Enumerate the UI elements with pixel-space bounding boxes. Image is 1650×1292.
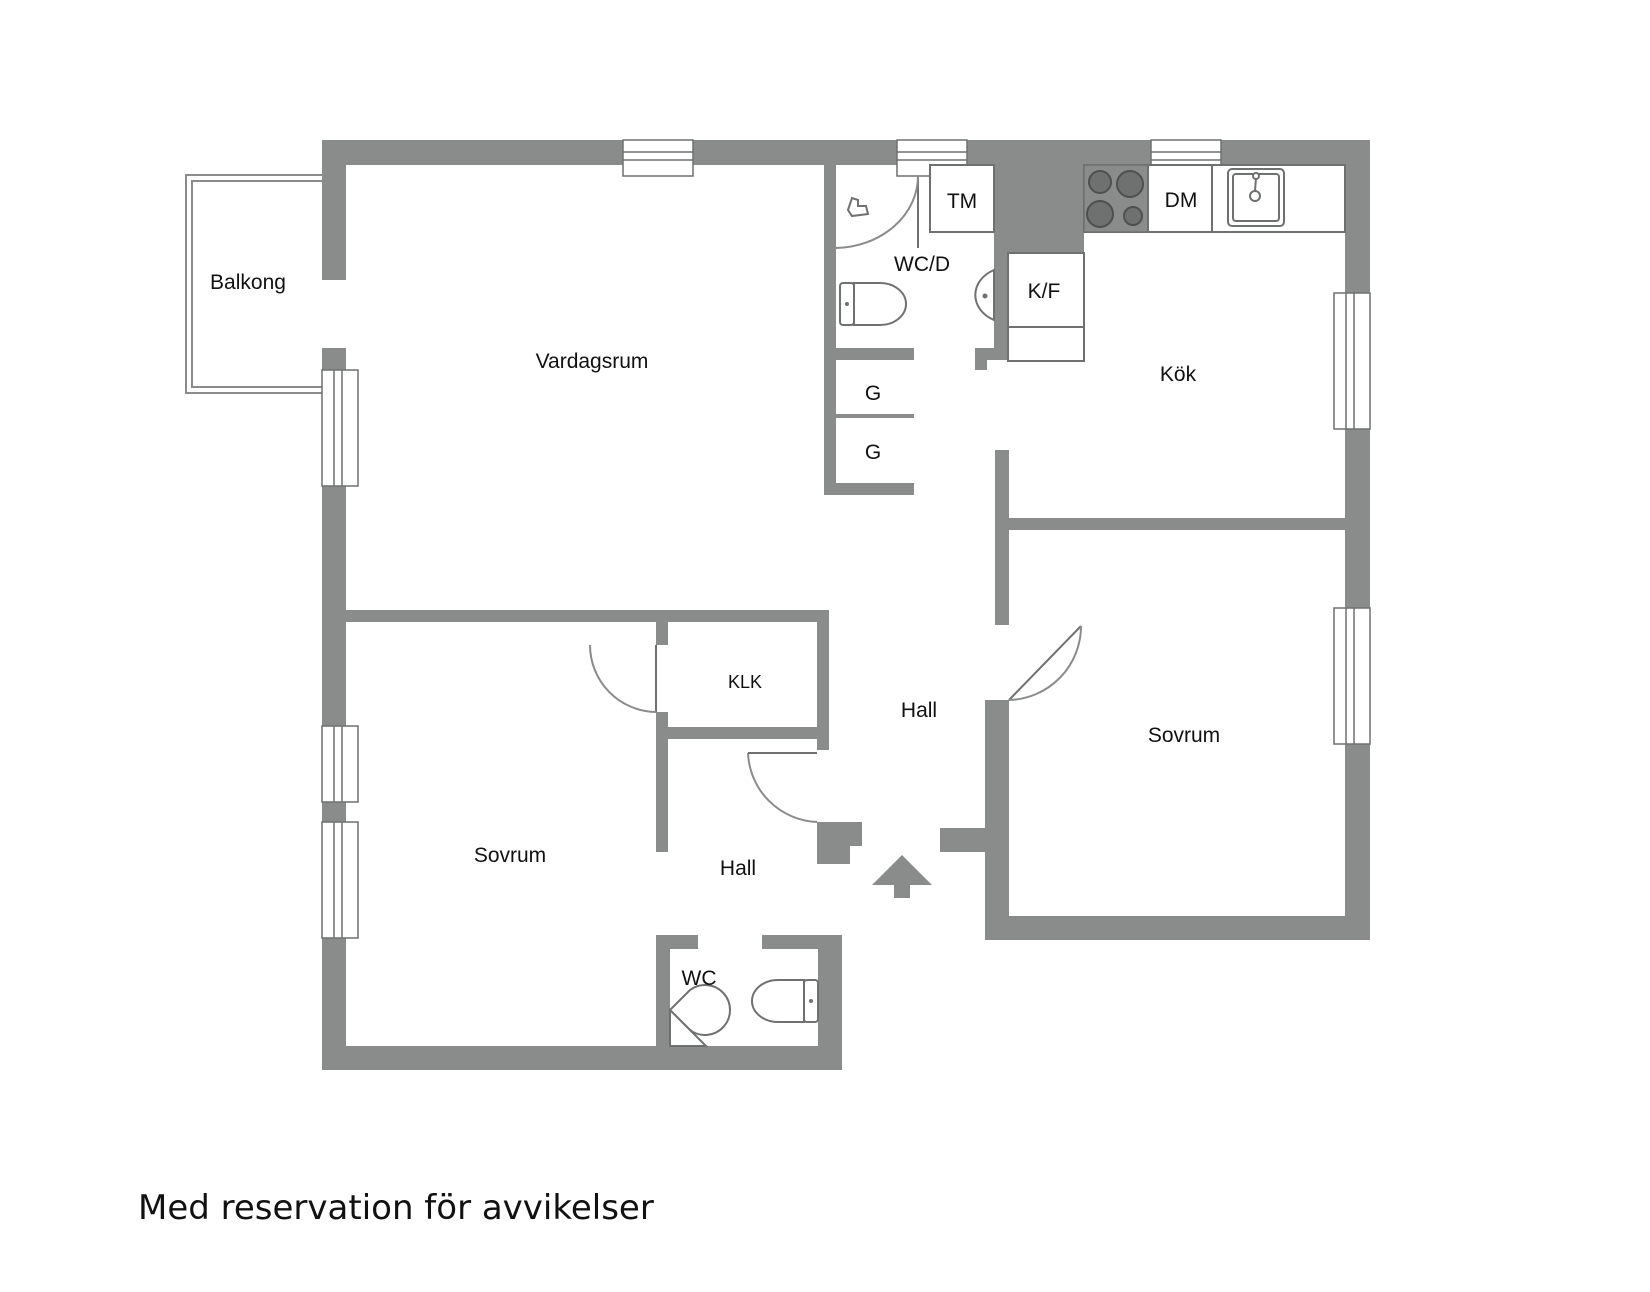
label-hall-upper: Hall bbox=[901, 699, 937, 722]
bathroom-door bbox=[835, 175, 919, 249]
sink-icon bbox=[1227, 168, 1285, 227]
toilet-icon bbox=[839, 282, 907, 326]
window-living-top bbox=[622, 139, 694, 177]
interior-walls bbox=[346, 150, 1345, 1046]
klk-door bbox=[589, 644, 657, 713]
tm-cabinet bbox=[929, 164, 995, 233]
window-bedroom-left-upper bbox=[321, 725, 359, 803]
label-wc: WC bbox=[682, 967, 717, 990]
window-bedroom-left-lower bbox=[321, 821, 359, 939]
disclaimer-note: Med reservation för avvikelser bbox=[138, 1188, 654, 1228]
label-sovrum-left: Sovrum bbox=[474, 844, 546, 867]
fixtures bbox=[668, 164, 1346, 1047]
label-hall-lower: Hall bbox=[720, 857, 756, 880]
wc-toilet-icon bbox=[751, 979, 819, 1023]
label-sovrum-right: Sovrum bbox=[1148, 724, 1220, 747]
window-living-left bbox=[321, 369, 359, 487]
dishwasher bbox=[1147, 164, 1213, 233]
stove-icon bbox=[1083, 164, 1149, 233]
label-kf: K/F bbox=[1028, 280, 1061, 303]
fridge bbox=[1007, 252, 1085, 328]
label-g-upper: G bbox=[865, 382, 881, 405]
balcony bbox=[185, 174, 322, 394]
label-tm: TM bbox=[947, 190, 977, 213]
bedroom-left-door bbox=[747, 752, 818, 823]
bedroom-right-door bbox=[1008, 625, 1082, 701]
room-labels: Balkong Vardagsrum WC/D TM DM K/F Kök G … bbox=[210, 189, 1220, 990]
outer-walls bbox=[322, 140, 1370, 1070]
label-balkong: Balkong bbox=[210, 271, 286, 294]
wc-basin-icon bbox=[668, 984, 731, 1047]
shower-icon bbox=[846, 196, 870, 218]
entrance-arrow-icon bbox=[872, 855, 932, 898]
label-kok: Kök bbox=[1160, 363, 1197, 386]
label-wcd: WC/D bbox=[894, 253, 950, 276]
doors bbox=[589, 175, 1082, 823]
window-bedroom-right bbox=[1333, 607, 1371, 745]
basin-icon bbox=[974, 268, 995, 322]
label-vardagsrum: Vardagsrum bbox=[536, 350, 649, 373]
window-kitchen-right bbox=[1333, 292, 1371, 430]
windows bbox=[321, 139, 1371, 939]
label-dm: DM bbox=[1165, 189, 1198, 212]
label-klk: KLK bbox=[728, 672, 762, 692]
freezer bbox=[1007, 326, 1085, 362]
label-g-lower: G bbox=[865, 441, 881, 464]
